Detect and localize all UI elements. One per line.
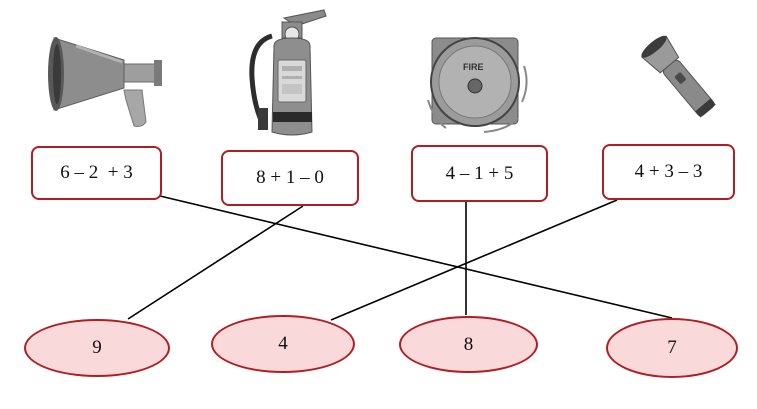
answer-oval-2: 4 [211, 315, 355, 373]
flashlight-picture [641, 35, 716, 118]
answer-oval-3: 8 [399, 316, 538, 373]
match-line-1 [159, 195, 673, 319]
expression-box-2: 8 + 1 – 0 [221, 150, 359, 206]
fire-extinguisher-picture [249, 9, 327, 136]
match-line-2 [127, 205, 304, 320]
answer-oval-1: 9 [24, 319, 170, 377]
match-line-4 [330, 199, 618, 321]
answer-oval-4: 7 [606, 318, 738, 378]
fire-label: FIRE [463, 62, 484, 72]
expression-box-4: 4 + 3 – 3 [602, 144, 735, 200]
expression-box-3: 4 – 1 + 5 [411, 145, 548, 202]
expression-box-1: 6 – 2 + 3 [31, 146, 162, 200]
fire-alarm-bell-picture: FIRE [427, 37, 528, 133]
megaphone-picture [48, 37, 162, 127]
